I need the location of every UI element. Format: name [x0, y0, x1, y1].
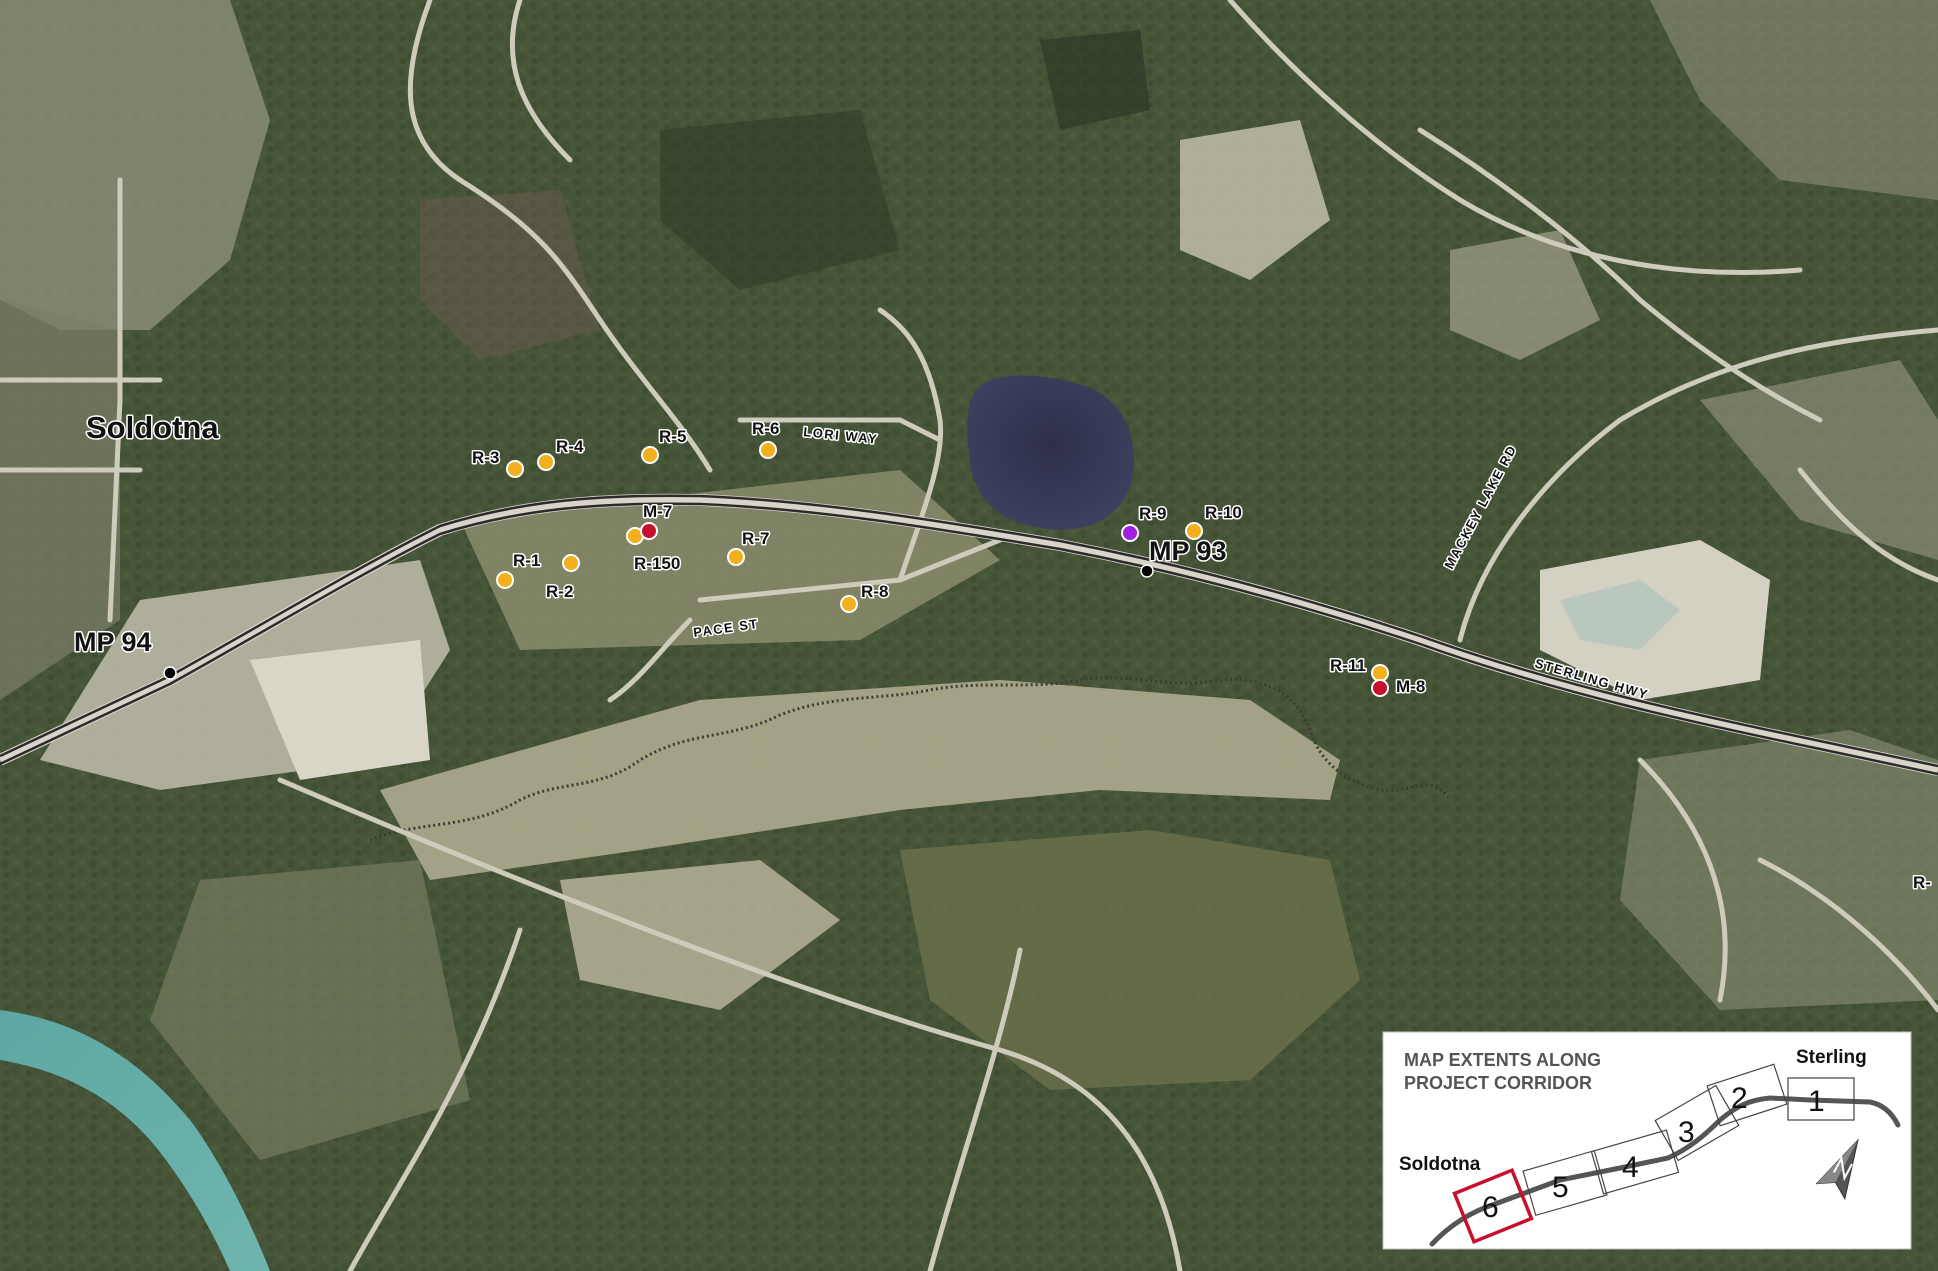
inset-title-line1: MAP EXTENTS ALONG — [1404, 1050, 1601, 1070]
inset-segment-6[interactable]: 6 — [1452, 1168, 1534, 1244]
site-r-11[interactable]: R-11 — [1329, 655, 1389, 682]
site-r-5[interactable]: R-5 — [641, 426, 688, 464]
milepost-93-label: MP 93 — [1149, 536, 1227, 566]
site-m-7[interactable]: M-7 — [640, 501, 674, 540]
inset-segment-2[interactable]: 2 — [1706, 1063, 1788, 1127]
site-markers: R-1 R-2 R-3 R-4 R-5 R-6 R-7 R-8 — [471, 418, 1427, 698]
site-m-7-label: M-7 — [643, 502, 672, 521]
site-r-4-label: R-4 — [556, 437, 584, 456]
site-r-1-label: R-1 — [513, 551, 540, 570]
inset-segment-4[interactable]: 4 — [1590, 1129, 1680, 1195]
site-r-2-label: R-2 — [546, 582, 573, 601]
inset-corridor-line — [1429, 1095, 1901, 1247]
water-features — [0, 375, 1452, 1271]
site-r-7[interactable]: R-7 — [727, 528, 771, 566]
stream — [369, 676, 1452, 842]
site-r-10[interactable]: R-10 — [1185, 502, 1243, 540]
site-m-8[interactable]: M-8 — [1371, 676, 1427, 698]
site-r-11-label: R-11 — [1330, 656, 1366, 675]
site-r-10-label: R-10 — [1205, 503, 1242, 522]
site-r-3[interactable]: R-3 — [471, 447, 524, 478]
milepost-93[interactable]: MP 93 — [1140, 535, 1228, 578]
svg-text:5: 5 — [1552, 1171, 1569, 1204]
milepost-94[interactable]: MP 94 — [73, 626, 177, 680]
svg-text:4: 4 — [1622, 1151, 1639, 1184]
site-r-8-label: R-8 — [861, 582, 888, 601]
site-r-150-label: R-150 — [634, 554, 680, 573]
svg-text:2: 2 — [1731, 1082, 1748, 1115]
site-r-4[interactable]: R-4 — [537, 436, 585, 471]
kenai-river — [0, 1010, 270, 1271]
sterling-highway — [0, 493, 1938, 776]
site-r-150[interactable]: R-150 — [626, 527, 682, 575]
inset-segment-1[interactable]: 1 — [1787, 1077, 1855, 1121]
site-r-3-label: R-3 — [472, 448, 499, 467]
inset-label-soldotna: Soldotna — [1399, 1154, 1481, 1175]
edge-site-label: R- — [1913, 873, 1931, 892]
site-r-5-label: R-5 — [659, 427, 686, 446]
svg-text:1: 1 — [1808, 1085, 1825, 1118]
north-arrow-icon — [1815, 1138, 1859, 1201]
town-label-soldotna: Soldotna — [86, 410, 219, 445]
inset-label-sterling: Sterling — [1796, 1047, 1867, 1068]
svg-text:3: 3 — [1678, 1116, 1695, 1149]
milepost-94-label: MP 94 — [74, 627, 152, 657]
site-r-8[interactable]: R-8 — [840, 581, 890, 613]
site-r-1[interactable]: R-1 — [496, 550, 542, 589]
lake — [967, 375, 1135, 530]
site-r-9[interactable]: R-9 — [1121, 503, 1168, 542]
svg-text:6: 6 — [1482, 1191, 1499, 1224]
inset-segment-5[interactable]: 5 — [1522, 1149, 1608, 1217]
inset-title-line2: PROJECT CORRIDOR — [1404, 1073, 1592, 1093]
site-r-6-label: R-6 — [752, 419, 779, 438]
inset-map-extents: MAP EXTENTS ALONG PROJECT CORRIDOR Sterl… — [1382, 1031, 1912, 1250]
site-r-6[interactable]: R-6 — [751, 418, 781, 459]
inset-segment-3[interactable]: 3 — [1654, 1084, 1740, 1162]
site-r-9-label: R-9 — [1139, 504, 1166, 523]
site-r-2[interactable]: R-2 — [545, 554, 580, 603]
site-r-7-label: R-7 — [742, 529, 769, 548]
site-m-8-label: M-8 — [1396, 677, 1425, 696]
